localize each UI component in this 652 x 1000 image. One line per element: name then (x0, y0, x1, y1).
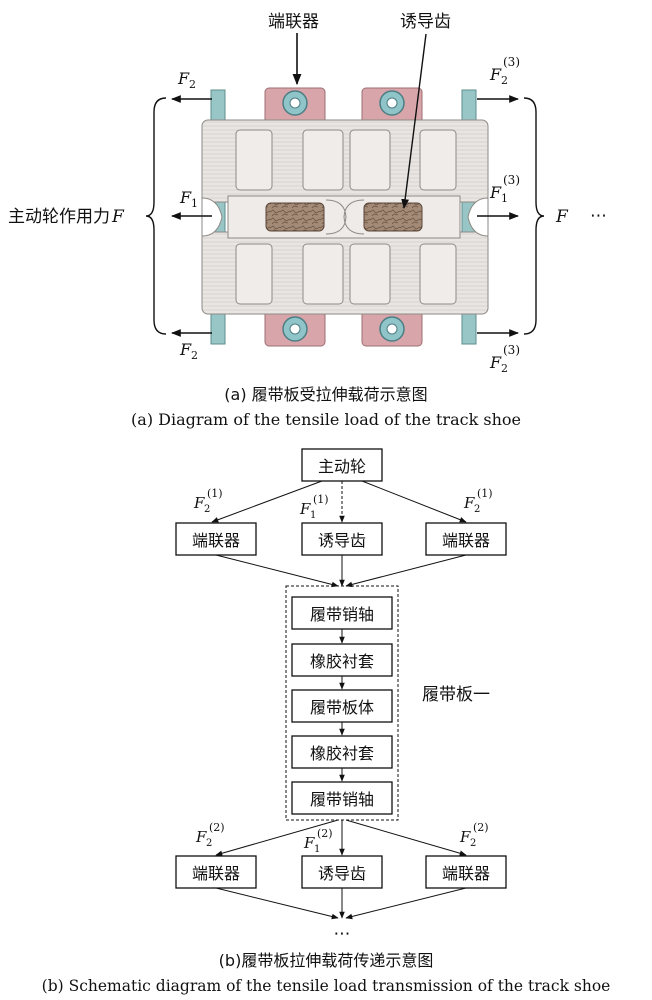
label-F2-2-left: F 2 (2) (195, 821, 225, 849)
svg-text:F: F (193, 494, 205, 512)
svg-text:1: 1 (310, 510, 316, 521)
caption-b-en: (b) Schematic diagram of the tensile loa… (42, 977, 611, 995)
guide-tooth-leader (401, 33, 427, 209)
svg-text:F: F (303, 834, 315, 852)
svg-text:履带销轴: 履带销轴 (310, 605, 374, 624)
right-brace (523, 97, 545, 335)
box-end-connector-1-left (175, 522, 257, 556)
label-end-connector: 端联器 (268, 12, 319, 32)
svg-text:(3): (3) (503, 173, 520, 187)
svg-text:1: 1 (191, 197, 198, 210)
svg-text:橡胶衬套: 橡胶衬套 (310, 744, 374, 763)
label-force-F-right: F (555, 207, 569, 227)
label-force-F-left: F (111, 207, 125, 227)
svg-text:(1): (1) (313, 493, 329, 506)
force-f1-3-right: F 1 (3) (477, 173, 520, 220)
svg-text:2: 2 (189, 78, 196, 91)
svg-text:端联器: 端联器 (442, 864, 490, 883)
label-F1-2-mid: F 1 (2) (303, 827, 333, 855)
chain-item-4: 履带销轴 (291, 781, 393, 815)
chain-item-1: 橡胶衬套 (291, 643, 393, 677)
svg-text:(3): (3) (503, 343, 520, 357)
box-end-connector-1-right (425, 522, 507, 556)
force-f1-left: F 1 (171, 188, 212, 220)
svg-text:(3): (3) (503, 55, 520, 69)
left-brace (145, 97, 167, 335)
svg-text:履带板体: 履带板体 (310, 698, 374, 717)
svg-text:诱导齿: 诱导齿 (318, 864, 366, 883)
flow-diagram: 主动轮 F 2 (1) F 1 (1) F 2 (1) 端联器 诱导齿 端联器 (175, 448, 507, 944)
svg-text:2: 2 (501, 362, 508, 375)
force-f2-top-left: F 2 (171, 69, 212, 103)
label-F2-1-left: F 2 (1) (193, 487, 223, 515)
svg-text:2: 2 (474, 504, 480, 515)
chain-item-3: 橡胶衬套 (291, 735, 393, 769)
label-sprocket-force: 主动轮作用力 (8, 207, 110, 227)
label-F1-1-mid: F 1 (1) (299, 493, 329, 521)
force-f2-3-top-right: F 2 (3) (477, 55, 520, 103)
svg-text:F: F (489, 65, 502, 84)
svg-text:端联器: 端联器 (192, 531, 240, 550)
svg-text:F: F (299, 500, 311, 518)
caption-a-en: (a) Diagram of the tensile load of the t… (131, 410, 521, 429)
svg-text:2: 2 (191, 349, 198, 362)
svg-text:(1): (1) (207, 487, 223, 500)
svg-text:1: 1 (314, 844, 320, 855)
svg-text:F: F (179, 340, 192, 359)
chain-item-0: 履带销轴 (291, 596, 393, 630)
svg-text:诱导齿: 诱导齿 (318, 531, 366, 550)
box-end-connector-2-right (425, 855, 507, 889)
svg-text:1: 1 (501, 192, 508, 205)
svg-text:端联器: 端联器 (442, 531, 490, 550)
ellipsis-bottom: ⋯ (334, 924, 351, 944)
svg-text:F: F (489, 353, 502, 372)
svg-text:主动轮: 主动轮 (318, 457, 366, 476)
svg-text:橡胶衬套: 橡胶衬套 (310, 652, 374, 671)
svg-text:2: 2 (204, 504, 210, 515)
label-F2-2-right: F 2 (2) (459, 821, 489, 849)
svg-text:2: 2 (206, 838, 212, 849)
label-F2-1-right: F 2 (1) (463, 487, 493, 515)
svg-text:端联器: 端联器 (192, 864, 240, 883)
box-guide-tooth-2 (301, 855, 383, 889)
svg-text:F: F (489, 183, 502, 202)
label-guide-tooth: 诱导齿 (400, 12, 451, 32)
svg-text:(2): (2) (317, 827, 333, 840)
svg-text:F: F (179, 188, 192, 207)
svg-text:2: 2 (501, 74, 508, 87)
caption-b-zh: (b)履带板拉伸载荷传递示意图 (219, 951, 434, 970)
guide-tooth-left (265, 202, 325, 232)
svg-text:F: F (177, 69, 190, 88)
svg-text:(2): (2) (473, 821, 489, 834)
guide-tooth-right (363, 202, 423, 232)
box-guide-tooth-1 (301, 522, 383, 556)
svg-text:2: 2 (470, 838, 476, 849)
svg-text:履带销轴: 履带销轴 (310, 790, 374, 809)
caption-a-zh: (a) 履带板受拉伸载荷示意图 (224, 385, 427, 404)
track-shoe-illustration (201, 87, 489, 347)
svg-text:F: F (463, 494, 475, 512)
force-f2-3-bottom-right: F 2 (3) (477, 329, 520, 375)
chain-item-2: 履带板体 (291, 689, 393, 723)
svg-text:(1): (1) (477, 487, 493, 500)
force-f2-bottom-left: F 2 (171, 329, 212, 362)
label-group-track-shoe: 履带板一 (422, 685, 490, 705)
svg-text:F: F (459, 828, 471, 846)
svg-text:(2): (2) (209, 821, 225, 834)
ellipsis-right: ⋯ (590, 206, 607, 226)
svg-text:F: F (195, 828, 207, 846)
